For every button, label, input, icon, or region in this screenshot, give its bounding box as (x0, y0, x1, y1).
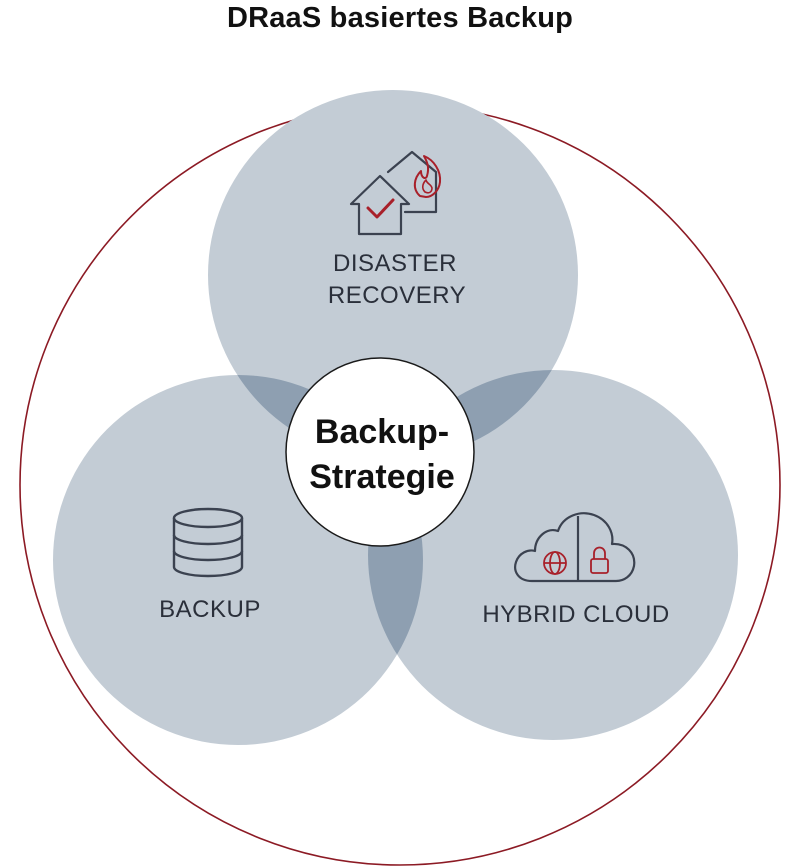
center-circle (285, 357, 475, 547)
center-label-line2: Strategie (309, 458, 455, 496)
center-label-line1: Backup- (315, 413, 449, 451)
backup-label: BACKUP (159, 596, 261, 623)
diagram-title: DRaaS basiertes Backup (226, 2, 574, 34)
cloud-globe-lock-icon (514, 512, 636, 583)
disaster-recovery-label-line1: DISASTER (333, 250, 457, 277)
disaster-recovery-label-line2: RECOVERY (328, 282, 466, 309)
disaster-recovery-circle (208, 90, 578, 460)
burning-house-icon (349, 150, 442, 236)
hybrid-cloud-label: HYBRID CLOUD (482, 601, 669, 628)
database-icon (172, 507, 244, 578)
